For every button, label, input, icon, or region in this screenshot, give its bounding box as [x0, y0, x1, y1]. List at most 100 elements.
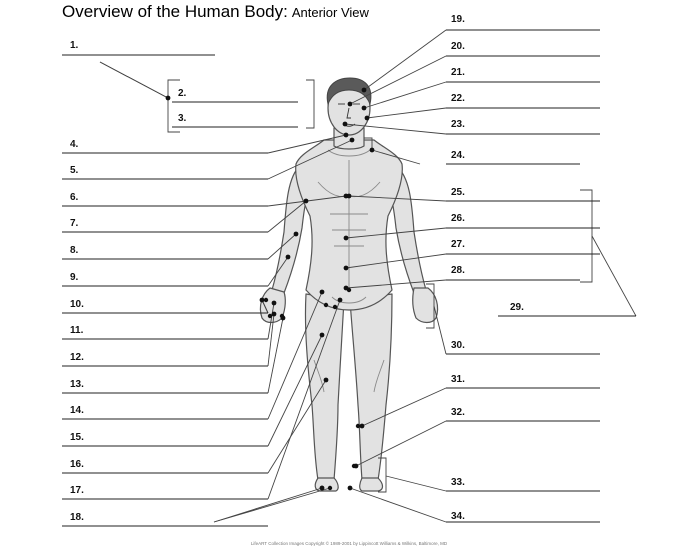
- answer-lines: [62, 29, 636, 527]
- leader-line-8: [267, 233, 297, 260]
- leader-line-22: [366, 107, 447, 119]
- leader-line-28: [345, 279, 447, 289]
- pointer-dot-7: [303, 198, 309, 204]
- leader-line-4: [267, 134, 347, 154]
- label-number-2: 2.: [178, 88, 187, 99]
- pointer-dot-23: [342, 121, 348, 127]
- leader-line-12: [267, 313, 275, 367]
- label-number-5: 5.: [70, 165, 79, 176]
- label-number-14: 14.: [70, 405, 84, 416]
- label-numbers: 1.2.3.4.5.6.7.8.9.10.11.12.13.14.15.16.1…: [70, 14, 524, 523]
- right-leg: [349, 293, 393, 481]
- leader-line-16: [267, 379, 327, 474]
- bracket-29: [580, 189, 593, 283]
- pointer-dot-31: [359, 423, 365, 429]
- pointer-dot-15: [319, 332, 325, 338]
- label-number-22: 22.: [451, 93, 465, 104]
- label-number-9: 9.: [70, 272, 79, 283]
- leader-line-24: [371, 149, 421, 165]
- leader-line-30: [433, 305, 447, 355]
- label-number-27: 27.: [451, 239, 465, 250]
- label-number-8: 8.: [70, 245, 79, 256]
- pointer-dots: [165, 87, 375, 491]
- leader-line-31: [361, 387, 447, 427]
- pointer-dot-extra-4: [267, 313, 273, 319]
- bracket-24: [364, 137, 373, 152]
- label-number-33: 33.: [451, 477, 465, 488]
- label-number-20: 20.: [451, 41, 465, 52]
- pointer-dot-16: [323, 377, 329, 383]
- pointer-dot-14: [319, 289, 325, 295]
- pointer-dot-24: [369, 147, 375, 153]
- pointer-dot-1: [165, 95, 171, 101]
- leader-line-34: [349, 487, 447, 523]
- leader-line-25: [348, 195, 447, 202]
- leader-line-32: [355, 420, 447, 467]
- pointer-dot-9: [285, 254, 291, 260]
- label-number-28: 28.: [451, 265, 465, 276]
- leader-line-1: [99, 61, 169, 99]
- label-number-13: 13.: [70, 379, 84, 390]
- label-number-23: 23.: [451, 119, 465, 130]
- hair: [326, 77, 372, 106]
- title-subtitle: Anterior View: [291, 5, 369, 20]
- pointer-dot-body-1: [323, 302, 329, 308]
- leader-line-29: [591, 235, 637, 317]
- label-number-26: 26.: [451, 213, 465, 224]
- label-number-12: 12.: [70, 352, 84, 363]
- leader-line-27: [345, 253, 447, 269]
- pointer-dot-extra-1: [327, 485, 333, 491]
- label-number-17: 17.: [70, 485, 84, 496]
- pointer-dot-20: [347, 101, 353, 107]
- pointer-dot-body-3: [346, 287, 352, 293]
- leader-line-19: [363, 29, 447, 91]
- pointer-dot-extra-7: [351, 463, 357, 469]
- page-title: Overview of the Human Body:Anterior View: [62, 2, 369, 22]
- leader-line-18b: [213, 487, 331, 523]
- label-number-15: 15.: [70, 432, 84, 443]
- leader-line-5: [267, 139, 353, 180]
- label-number-21: 21.: [451, 67, 465, 78]
- leader-line-33: [385, 475, 447, 492]
- label-number-6: 6.: [70, 192, 79, 203]
- pointer-dot-extra-2: [319, 485, 325, 491]
- leader-line-23: [344, 123, 447, 135]
- pointer-dot-11: [271, 300, 277, 306]
- pointer-dot-19: [361, 87, 367, 93]
- label-number-19: 19.: [451, 14, 465, 25]
- label-number-31: 31.: [451, 374, 465, 385]
- label-number-25: 25.: [451, 187, 465, 198]
- label-number-10: 10.: [70, 299, 84, 310]
- leader-line-14: [267, 291, 323, 420]
- label-number-24: 24.: [451, 150, 465, 161]
- leader-line-13: [267, 317, 284, 394]
- leader-line-17: [267, 299, 341, 500]
- pointer-dot-body-2: [332, 304, 338, 310]
- right-hand: [412, 287, 439, 324]
- bracket-head-left: [306, 79, 315, 129]
- pointer-dot-extra-5: [279, 313, 285, 319]
- copyright-credit: LifeART Collection Images Copyright © 19…: [251, 540, 448, 546]
- label-number-34: 34.: [451, 511, 465, 522]
- pointer-dot-5: [349, 137, 355, 143]
- pointer-dot-10: [259, 297, 265, 303]
- label-number-11: 11.: [70, 325, 84, 336]
- pointer-dot-8: [293, 231, 299, 237]
- leader-line-7: [267, 200, 307, 233]
- pointer-dot-34: [347, 485, 353, 491]
- label-number-3: 3.: [178, 113, 187, 124]
- label-number-16: 16.: [70, 459, 84, 470]
- pointer-dot-12: [271, 311, 277, 317]
- label-number-4: 4.: [70, 139, 79, 150]
- pointer-dot-26: [343, 235, 349, 241]
- label-number-1: 1.: [70, 40, 79, 51]
- pointer-dot-27: [343, 265, 349, 271]
- title-text: Overview of the Human Body:: [62, 2, 288, 21]
- bracket-33: [378, 457, 387, 493]
- pointer-dot-extra-3: [263, 297, 269, 303]
- pointer-dot-4: [343, 132, 349, 138]
- pointer-dot-17: [337, 297, 343, 303]
- label-number-32: 32.: [451, 407, 465, 418]
- label-number-30: 30.: [451, 340, 465, 351]
